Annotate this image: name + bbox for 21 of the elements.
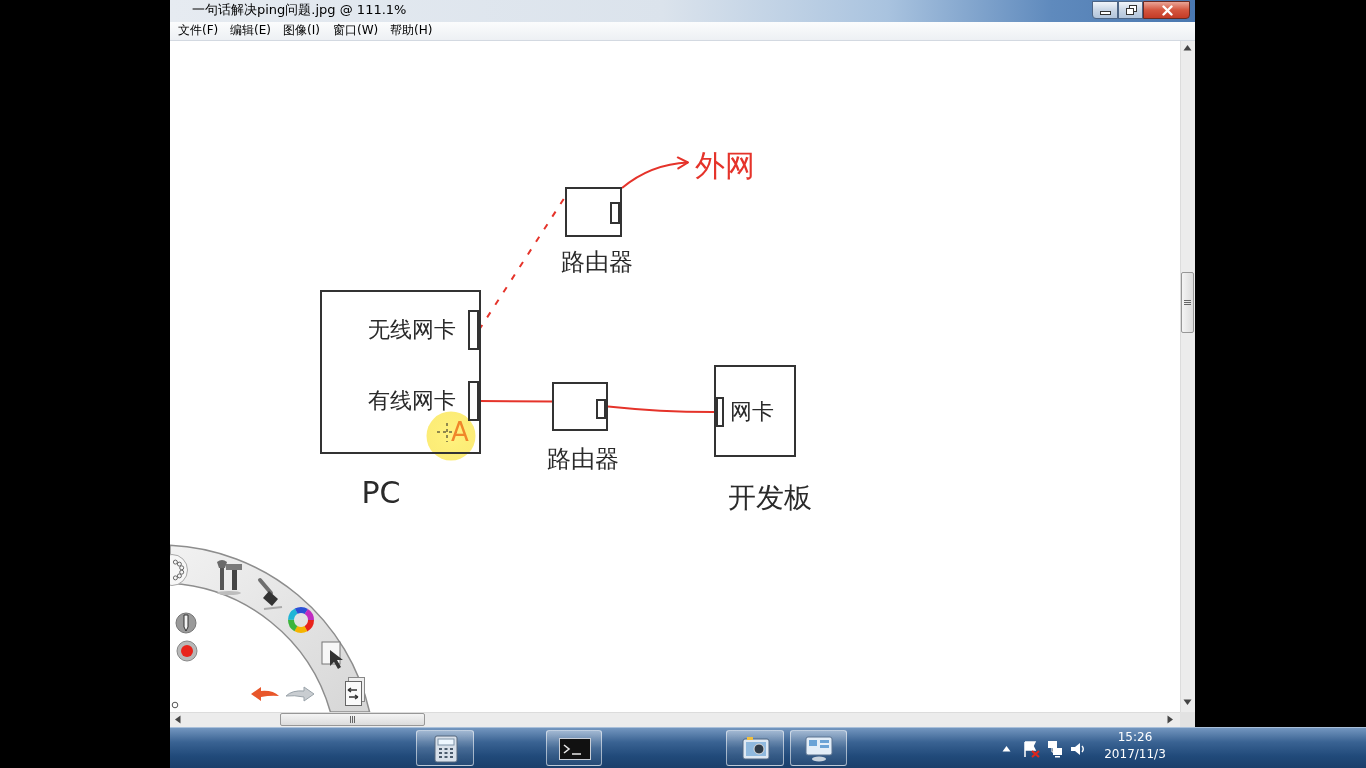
clock-date: 2017/11/3 <box>1104 748 1166 762</box>
network-card-label: 无线网卡 <box>368 317 456 343</box>
network-label: 外网 <box>688 140 762 190</box>
arrow <box>621 156 689 189</box>
menu-item: 图像(I) <box>283 24 320 38</box>
connection-line <box>607 405 717 413</box>
board-label: 开发板 <box>728 482 812 515</box>
network-card-label: 网卡 <box>730 399 774 425</box>
network-card-label: 有线网卡 <box>368 388 456 414</box>
menu-item: 编辑(E) <box>230 24 271 38</box>
pc-label: PC <box>361 476 401 511</box>
router-label: 路由器 <box>561 249 633 277</box>
connection-line <box>478 400 553 403</box>
menu-item: 文件(F) <box>178 24 219 38</box>
dashed-line <box>478 196 566 331</box>
window-title: 一句话解决ping问题.jpg @ 111.1% <box>192 3 407 18</box>
cursor-letter: A <box>451 418 469 448</box>
menu-item: 帮助(H) <box>390 24 433 38</box>
menu-item: 窗口(W) <box>333 24 379 38</box>
clock-time: 15:26 <box>1117 731 1153 745</box>
router-label: 路由器 <box>547 446 619 474</box>
